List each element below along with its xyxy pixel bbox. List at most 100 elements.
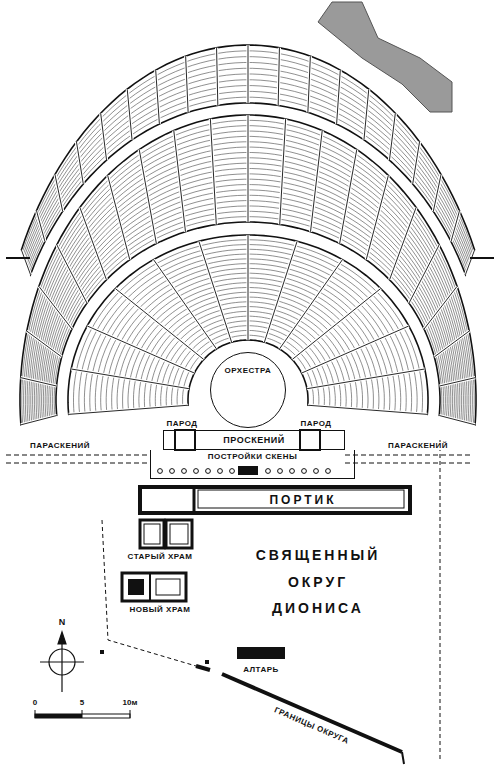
boundary-wall: [196, 666, 210, 670]
stair: [108, 175, 130, 259]
stair: [101, 113, 107, 160]
stair: [311, 131, 323, 232]
stair-gap: [439, 416, 475, 425]
stair-gap: [55, 174, 63, 211]
old-temple: [166, 520, 192, 548]
stair-gap: [57, 245, 87, 303]
stair: [424, 286, 457, 329]
orchestra-circle: ОРХЕСТРА: [210, 352, 286, 428]
stair-gap: [217, 48, 218, 106]
stair-gap: [246, 45, 249, 103]
scale-label: N: [57, 618, 68, 628]
stair-gap: [246, 115, 249, 222]
portico-wall: [193, 485, 196, 515]
stair-gap: [307, 369, 425, 389]
stair-gap: [174, 131, 186, 232]
scale-label: 5: [78, 699, 86, 708]
stair-gap: [127, 89, 132, 140]
stair-gap: [199, 241, 232, 342]
stair: [39, 286, 72, 329]
stair: [199, 241, 232, 342]
seating-tier: [21, 45, 474, 275]
stair: [80, 207, 107, 279]
part-label: ПАРОД: [298, 420, 333, 429]
stair-gap: [154, 260, 217, 349]
stair: [413, 142, 420, 184]
stair: [279, 260, 342, 349]
proskenion-box: ПРОСКЕНИЙ: [163, 430, 345, 450]
stair: [302, 326, 409, 373]
stair-gap: [27, 331, 62, 357]
stair: [389, 113, 395, 160]
stair: [217, 48, 218, 106]
column: [182, 469, 187, 474]
stair: [248, 45, 249, 103]
boundary-wall: [222, 674, 402, 752]
stair-gap: [279, 260, 342, 349]
stair-gap: [21, 250, 30, 275]
boundary-wall: [402, 752, 404, 764]
stair-gap: [433, 174, 441, 211]
stair-gap: [139, 150, 156, 244]
node-label: ПОСТРОЙКИ СКЕНЫ: [151, 452, 354, 461]
region-name: СВЯЩЕННЫЙ ОКРУГ ДИОНИСА: [241, 542, 395, 622]
stair-gap: [466, 250, 475, 275]
column: [314, 469, 319, 474]
stair-gap: [434, 331, 469, 357]
stair: [439, 378, 475, 386]
stair-gap: [409, 245, 439, 303]
stair: [439, 416, 475, 425]
stair-gap: [80, 207, 107, 279]
seat-row: [29, 91, 468, 269]
column: [302, 469, 307, 474]
stair: [434, 331, 469, 357]
stair: [340, 150, 357, 244]
stair-gap: [311, 131, 323, 232]
stair-gap: [37, 211, 45, 242]
passage-wall: [6, 257, 30, 259]
stair-gap: [451, 211, 459, 242]
stair-gap: [366, 175, 388, 259]
seat-row: [27, 80, 469, 265]
stair-gap: [364, 89, 369, 140]
column: [218, 469, 223, 474]
stair: [37, 211, 45, 242]
stair-gap: [39, 286, 72, 329]
old-temple: [140, 520, 164, 548]
stair-gap: [308, 56, 310, 112]
stair-gap: [69, 405, 189, 414]
scale-label: 10м: [121, 699, 140, 708]
boundary-dashed: [440, 440, 441, 760]
stair: [390, 207, 417, 279]
altar-block: АЛТАРЬ: [237, 647, 285, 659]
part-label: ПАРАСКЕНИЙ: [28, 442, 92, 451]
stair-gap: [246, 235, 249, 340]
stair: [433, 174, 441, 211]
base: [205, 660, 209, 664]
stair: [248, 235, 249, 340]
base: [100, 650, 104, 654]
new-temple-porch: [156, 579, 180, 595]
stair-gap: [389, 113, 395, 160]
stair: [278, 48, 279, 106]
stair-gap: [292, 289, 380, 360]
stair-gap: [413, 142, 420, 184]
column: [278, 469, 283, 474]
stair: [248, 115, 249, 222]
part-label: ПАРАСКЕНИЙ: [386, 442, 450, 451]
column: [170, 469, 175, 474]
stair: [21, 416, 57, 425]
stair-gap: [390, 207, 417, 279]
stair: [21, 378, 57, 386]
stair: [174, 131, 186, 232]
stair: [366, 175, 388, 259]
column: [206, 469, 211, 474]
stair-gap: [210, 119, 216, 225]
stair: [21, 250, 30, 275]
passage-wall: [470, 257, 494, 259]
node-label: ПРОСКЕНИЙ: [164, 435, 344, 445]
new-temple: [122, 573, 186, 601]
new-temple-cella: [128, 579, 144, 595]
stair: [27, 331, 62, 357]
